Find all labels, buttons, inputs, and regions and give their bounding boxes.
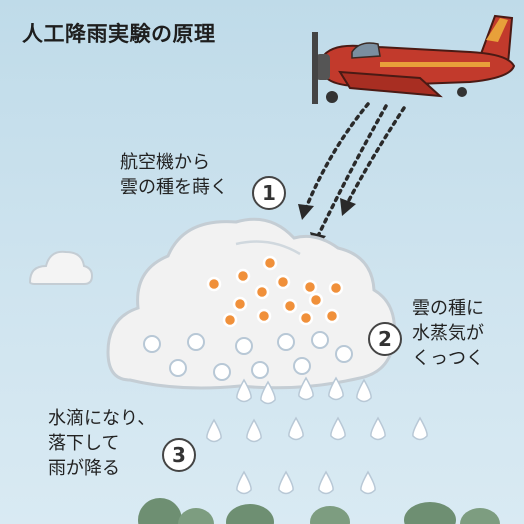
raindrop <box>278 470 294 495</box>
raindrop <box>356 378 372 403</box>
seed-particle <box>308 292 324 308</box>
rain-droplets <box>143 331 353 381</box>
raindrop <box>236 470 252 495</box>
step-3-number-badge: 3 <box>162 438 196 472</box>
airplane-stripe <box>380 62 490 67</box>
arrow-path <box>346 106 406 204</box>
raindrop <box>412 416 428 441</box>
raindrop <box>246 418 262 443</box>
cloud-droplet <box>335 345 353 363</box>
raindrop <box>206 418 222 443</box>
step-1-line: 航空機から <box>120 152 210 173</box>
seed-particle <box>235 268 251 284</box>
raindrop <box>260 380 276 405</box>
tree <box>460 508 500 524</box>
step-3-label: 水滴になり、 落下して 雨が降る <box>48 406 155 481</box>
raindrop <box>236 378 252 403</box>
seed-particle <box>262 255 278 271</box>
step-3-line: 水滴になり、 <box>48 408 156 429</box>
airplane-wheel <box>457 87 467 97</box>
seed-particle <box>275 274 291 290</box>
raindrop <box>330 416 346 441</box>
raindrop <box>298 376 314 401</box>
raindrop <box>360 470 376 495</box>
seed-particle <box>222 312 238 328</box>
cloud-droplet <box>187 333 205 351</box>
arrow-path <box>304 102 370 210</box>
raindrop <box>328 376 344 401</box>
step-2-number-badge: 2 <box>368 322 402 356</box>
tree <box>138 498 182 524</box>
cloud-droplet <box>293 357 311 375</box>
step-1-label: 航空機から 雲の種を蒔く <box>120 150 228 200</box>
arrowhead <box>298 204 314 220</box>
treeline <box>138 498 500 524</box>
arrow-path <box>316 104 388 238</box>
cloud-droplet <box>143 335 161 353</box>
step-2-line: くっつく <box>412 348 484 369</box>
seed-particle <box>298 310 314 326</box>
small-cloud <box>28 250 94 285</box>
seed-release-arrows <box>304 102 406 238</box>
raindrop <box>318 470 334 495</box>
step-3-line: 雨が降る <box>48 458 120 479</box>
seed-particle <box>328 280 344 296</box>
step-2-label: 雲の種に 水蒸気が くっつく <box>412 296 484 371</box>
rain <box>206 376 428 495</box>
seed-particle <box>254 284 270 300</box>
airplane-tail-stripe <box>486 18 508 42</box>
airplane <box>312 14 516 104</box>
seed-particle <box>232 296 248 312</box>
cloud-droplet <box>169 359 187 377</box>
raindrop <box>288 416 304 441</box>
arrowhead <box>340 198 356 216</box>
step-3-line: 落下して <box>48 433 120 454</box>
airplane-propeller <box>312 32 318 104</box>
tree <box>404 502 456 524</box>
seed-particle <box>282 298 298 314</box>
diagram-title: 人工降雨実験の原理 <box>22 22 216 46</box>
tree <box>178 508 214 524</box>
seed-particle <box>302 279 318 295</box>
step-1-line: 雲の種を蒔く <box>120 177 228 198</box>
cloud-inner-line <box>235 240 301 256</box>
step-2-line: 水蒸気が <box>412 323 484 344</box>
seed-particle <box>206 276 222 292</box>
tree <box>310 506 350 524</box>
cloud-droplet <box>213 363 231 381</box>
seed-particle <box>324 308 340 324</box>
cloud-seeds <box>206 255 344 328</box>
step-1-number-badge: 1 <box>252 176 286 210</box>
cloud-droplet <box>311 331 329 349</box>
airplane-wheel <box>326 91 338 103</box>
seed-particle <box>256 308 272 324</box>
cloud-droplet <box>277 333 295 351</box>
main-cloud <box>106 217 397 390</box>
airplane-cockpit <box>351 42 381 59</box>
cloud-droplet <box>235 337 253 355</box>
step-2-line: 雲の種に <box>412 298 484 319</box>
airplane-engine <box>316 54 330 80</box>
cloud-droplet <box>251 361 269 379</box>
airplane-wing <box>338 70 443 98</box>
tree <box>226 504 274 524</box>
raindrop <box>370 416 386 441</box>
